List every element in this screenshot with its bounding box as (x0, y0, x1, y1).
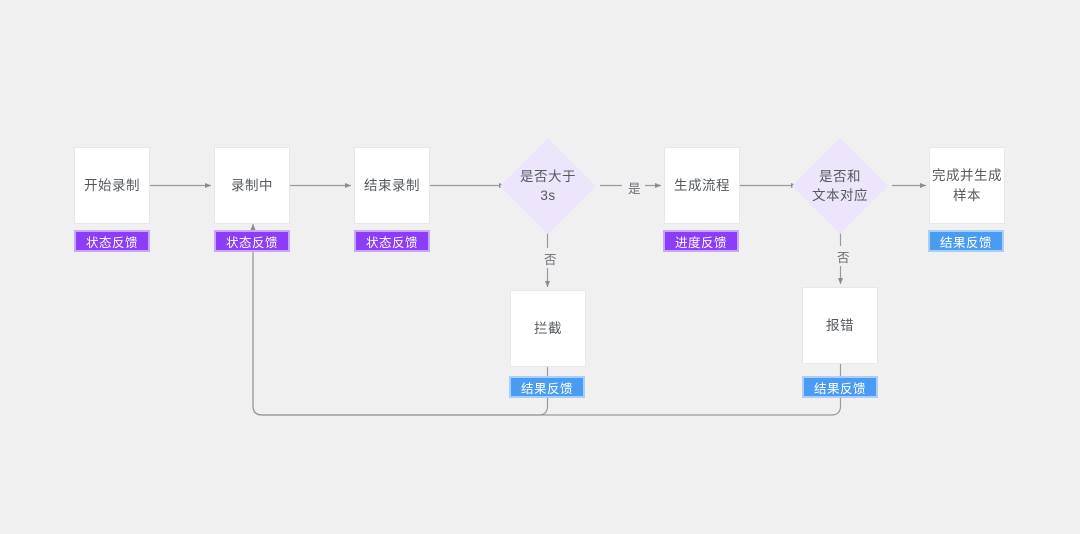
node-label: 拦截 (534, 320, 562, 336)
node-block[interactable]: 拦截 (510, 290, 586, 367)
badge-label: 进度反馈 (674, 235, 727, 250)
badge-result-feedback-done[interactable]: 结果反馈 (928, 230, 1004, 252)
node-stop-recording[interactable]: 结束录制 (354, 147, 430, 224)
node-label: 生成流程 (674, 177, 730, 193)
node-label: 结束录制 (364, 177, 420, 193)
node-recording[interactable]: 录制中 (214, 147, 290, 224)
edge-label-no-duration: 否 (540, 249, 562, 268)
edge-label-yes-duration: 是 (624, 178, 646, 197)
edge-block-loopback (252, 256, 549, 416)
edge-label-no-text-match: 否 (833, 247, 855, 266)
node-decision-text-match[interactable]: 是否和 文本对应 (791, 137, 889, 234)
badge-status-feedback-start[interactable]: 状态反馈 (74, 230, 150, 252)
badge-label: 状态反馈 (225, 235, 278, 250)
node-complete-sample[interactable]: 完成并生成 样本 (929, 147, 1005, 224)
node-label: 是否和 文本对应 (812, 168, 868, 203)
badge-label: 状态反馈 (365, 235, 418, 250)
node-error[interactable]: 报错 (802, 287, 878, 364)
badge-label: 结果反馈 (939, 235, 992, 250)
node-generate-flow[interactable]: 生成流程 (664, 147, 740, 224)
node-label: 报错 (826, 317, 854, 333)
node-label: 录制中 (231, 177, 273, 193)
badge-status-feedback-stop[interactable]: 状态反馈 (354, 230, 430, 252)
node-label: 完成并生成 样本 (932, 167, 1002, 203)
node-start-recording[interactable]: 开始录制 (74, 147, 150, 224)
badge-label: 状态反馈 (85, 235, 138, 250)
badge-progress-feedback-generate[interactable]: 进度反馈 (663, 230, 739, 252)
badge-label: 结果反馈 (813, 381, 866, 396)
badge-label: 结果反馈 (520, 381, 573, 396)
badge-status-feedback-recording[interactable]: 状态反馈 (214, 230, 290, 252)
node-decision-duration[interactable]: 是否大于 3s (499, 137, 597, 234)
node-label: 开始录制 (84, 177, 140, 193)
node-label: 是否大于 3s (520, 168, 576, 203)
badge-result-feedback-error[interactable]: 结果反馈 (802, 376, 878, 398)
badge-result-feedback-block[interactable]: 结果反馈 (509, 376, 585, 398)
